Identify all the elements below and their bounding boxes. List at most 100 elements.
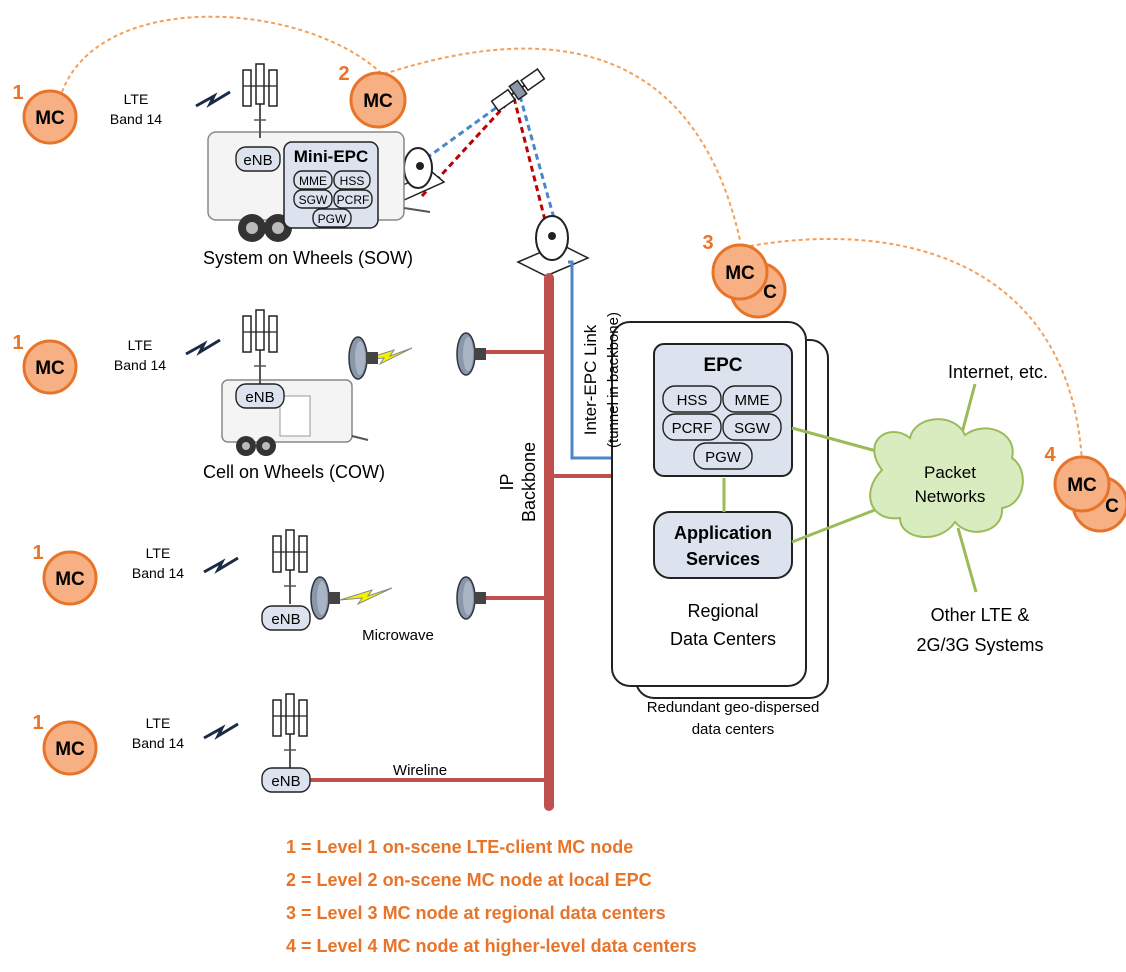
mc-node-level1-c: MC 1 [32,542,98,606]
mc-node-level4: C MC 4 [1044,444,1126,533]
tower-icon [242,309,278,385]
wireline-label: Wireline [393,762,447,779]
mc-node-level1-a: MC 1 [12,82,78,145]
epc-components: HSS MME PCRF SGW PGW [662,385,782,470]
svg-text:4: 4 [1044,444,1056,466]
redundant-line2: data centers [692,721,775,738]
mini-epc-pcrf: PCRF [337,193,370,207]
svg-text:Inter-EPC Link: Inter-EPC Link [581,324,600,435]
svg-text:Band 14: Band 14 [132,735,184,751]
mini-epc-pgw: PGW [318,212,347,226]
packet-networks-cloud [869,418,1024,538]
svg-text:Backbone: Backbone [519,442,539,522]
dish-icon [310,576,341,620]
dish-icon [348,336,379,380]
packet-networks-line1: Packet [924,463,976,482]
lte-radio-icon [184,338,222,356]
tower-icon [242,63,278,139]
lte-label-3: LTE Band 14 [132,545,184,581]
microwave-label: Microwave [362,627,434,644]
legend-item-4: 4 = Level 4 MC node at higher-level data… [286,936,697,956]
svg-text:eNB: eNB [243,152,272,169]
mini-epc-box: Mini-EPC MME HSS SGW PCRF PGW [283,141,379,229]
mini-epc-mme: MME [299,174,327,188]
epc-sgw: SGW [734,420,771,437]
epc-mme: MME [735,392,770,409]
svg-text:MC: MC [35,358,65,379]
satellite-icon [490,67,546,113]
epc-title: EPC [703,355,742,376]
mini-epc-title: Mini-EPC [294,147,369,166]
tower-icon [272,529,308,605]
svg-text:MC: MC [35,108,65,129]
epc-pgw: PGW [705,449,742,466]
epc-box [653,343,793,477]
mini-epc-sgw: SGW [299,193,328,207]
redundant-line1: Redundant geo-dispersed [647,699,820,716]
svg-text:MC: MC [1067,475,1097,496]
svg-text:LTE: LTE [146,545,171,561]
sow-caption: System on Wheels (SOW) [203,248,413,268]
mc-links [61,15,1083,463]
regional-line2: Data Centers [670,629,776,649]
enb-sow: eNB [235,146,281,172]
svg-text:C: C [763,282,777,303]
epc-hss: HSS [677,392,708,409]
enb-site4: eNB [261,767,311,793]
svg-text:MC: MC [55,739,85,760]
legend-item-1: 1 = Level 1 on-scene LTE-client MC node [286,837,633,857]
svg-text:eNB: eNB [271,611,300,628]
svg-text:C: C [1105,496,1119,517]
lte-radio-icon [202,722,240,740]
svg-text:LTE: LTE [146,715,171,731]
dish-icon [456,576,487,620]
app-services-line2: Services [686,549,760,569]
other-lte-line1: Other LTE & [931,605,1030,625]
legend-item-2: 2 = Level 2 on-scene MC node at local EP… [286,870,652,890]
svg-text:LTE: LTE [128,337,153,353]
inter-epc-label: Inter-EPC Link (tunnel in backbone) [581,312,622,448]
packet-networks-line2: Networks [915,487,986,506]
mini-epc-hss: HSS [340,174,365,188]
epc-pcrf: PCRF [672,420,713,437]
svg-text:(tunnel in backbone): (tunnel in backbone) [605,312,622,448]
svg-text:Band 14: Band 14 [110,111,162,127]
svg-text:3: 3 [702,232,713,254]
svg-text:MC: MC [363,91,393,112]
mc-node-level1-b: MC 1 [12,332,78,395]
svg-text:MC: MC [725,263,755,284]
tower-icon [272,693,308,769]
lte-radio-icon [202,556,240,574]
other-lte-line2: 2G/3G Systems [916,635,1043,655]
dish-icon [456,332,487,376]
svg-text:1: 1 [12,332,23,354]
backbone-satellite-dish-icon [516,215,590,277]
enb-cow: eNB [235,383,285,409]
microwave-bolt-icon [339,347,413,606]
lte-label-4: LTE Band 14 [132,715,184,751]
regional-line1: Regional [687,601,758,621]
lte-label-1: LTE Band 14 [110,91,162,127]
svg-text:IP: IP [497,473,517,490]
svg-text:Band 14: Band 14 [114,357,166,373]
ip-backbone-label: IP Backbone [497,442,539,522]
svg-text:Band 14: Band 14 [132,565,184,581]
svg-text:2: 2 [338,63,349,85]
app-services-line1: Application [674,523,772,543]
lte-label-2: LTE Band 14 [114,337,166,373]
legend: 1 = Level 1 on-scene LTE-client MC node … [286,837,697,956]
mc-node-level3: C MC 3 [702,232,787,319]
svg-text:1: 1 [12,82,23,104]
svg-text:1: 1 [32,712,43,734]
lte-radio-icon [194,90,232,108]
svg-text:MC: MC [55,569,85,590]
mc-node-level1-d: MC 1 [32,712,98,776]
svg-text:eNB: eNB [245,389,274,406]
internet-label: Internet, etc. [948,362,1048,382]
legend-item-3: 3 = Level 3 MC node at regional data cen… [286,903,666,923]
svg-text:1: 1 [32,542,43,564]
mc-node-level2: MC 2 [338,63,407,129]
svg-text:eNB: eNB [271,773,300,790]
cow-caption: Cell on Wheels (COW) [203,462,385,482]
